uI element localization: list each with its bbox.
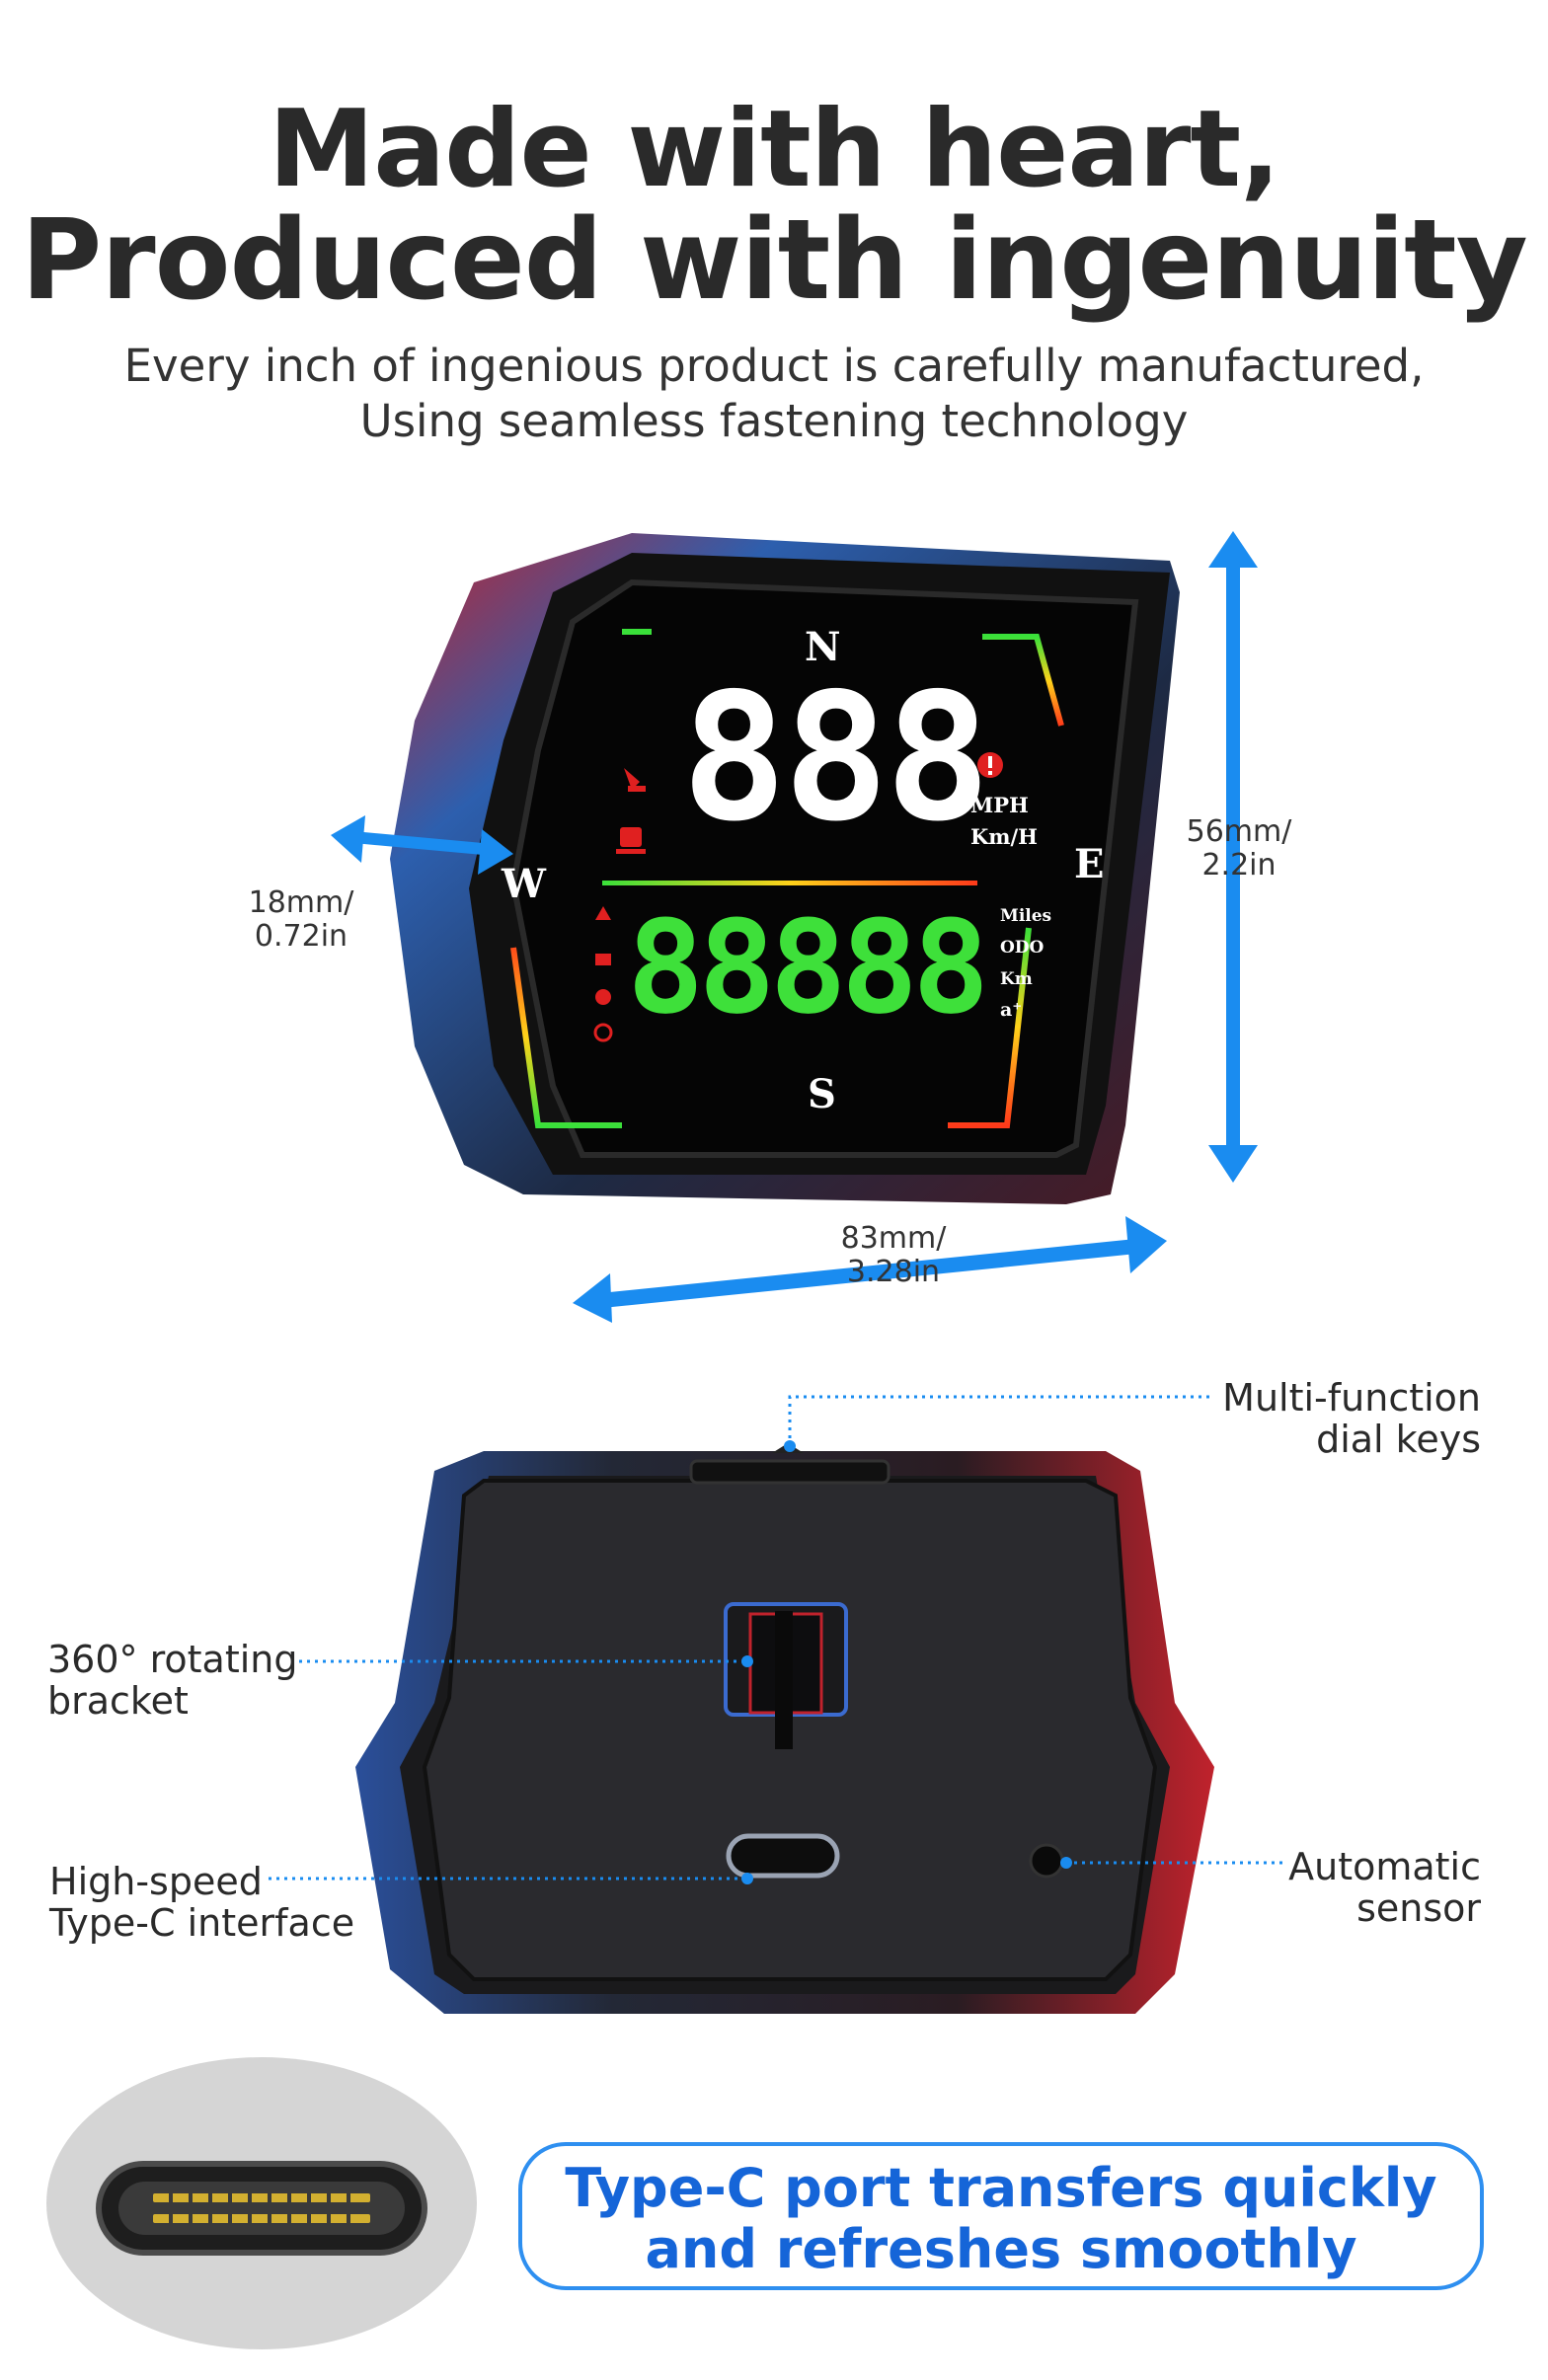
width-arrow [573, 1216, 1167, 1323]
odo-label-altitude: a⁺ [1000, 999, 1023, 1021]
speed-unit-mph: MPH [970, 793, 1029, 817]
headline-line-1: Made with heart, [268, 88, 1280, 211]
warning-icon [977, 752, 1003, 778]
speed-unit-kmh: Km/H [970, 824, 1038, 849]
callout-typec: High-speed Type-C interface [49, 1860, 355, 1945]
compass-west: W [502, 861, 546, 907]
compass-east: E [1074, 841, 1105, 887]
odo-label-miles: Miles [1000, 906, 1052, 926]
callout-bracket: 360° rotating bracket [47, 1638, 298, 1723]
callout-dial-keys: Multi-function dial keys [1222, 1376, 1481, 1461]
subtitle-line-2: Using seamless fastening technology [359, 395, 1189, 447]
hud-back-view [269, 1395, 1283, 2014]
satellite-icon [624, 768, 646, 792]
speed-readout: 888 [681, 655, 990, 860]
height-arrow [1208, 531, 1258, 1183]
gauge-icon [595, 989, 611, 1005]
dial-leader [788, 1395, 1214, 1446]
hud-front-view [331, 531, 1258, 1323]
headline-line-2: Produced with ingenuity [21, 196, 1527, 325]
light-sensor [1029, 1843, 1064, 1879]
width-dimension-label: 83mm/ 3.28in [840, 1221, 947, 1289]
usb-c-port[interactable] [726, 1833, 840, 1879]
ab-icon [595, 954, 611, 965]
banner-line-2: and refreshes smoothly [645, 2218, 1357, 2280]
typec-closeup [46, 2057, 477, 2349]
coffee-icon [616, 827, 646, 854]
odo-label-odo: ODO [1000, 938, 1045, 958]
height-dimension-label: 56mm/ 2.2in [1186, 814, 1292, 883]
callout-sensor: Automatic sensor [1288, 1845, 1481, 1930]
odo-label-km: Km [1000, 969, 1033, 989]
mountain-icon [595, 906, 611, 920]
banner-line-1: Type-C port transfers quickly [565, 2157, 1437, 2219]
clock-icon [593, 1023, 613, 1042]
subtitle-line-1: Every inch of ingenious product is caref… [123, 340, 1425, 392]
depth-arrow [331, 815, 513, 875]
depth-dimension-label: 18mm/ 0.72in [248, 885, 354, 954]
typec-banner: Type-C port transfers quickly and refres… [518, 2142, 1484, 2290]
dial-key[interactable] [689, 1459, 890, 1485]
compass-south: S [808, 1071, 836, 1117]
odometer-readout: 88888 [627, 892, 989, 1042]
compass-north: N [805, 624, 841, 670]
